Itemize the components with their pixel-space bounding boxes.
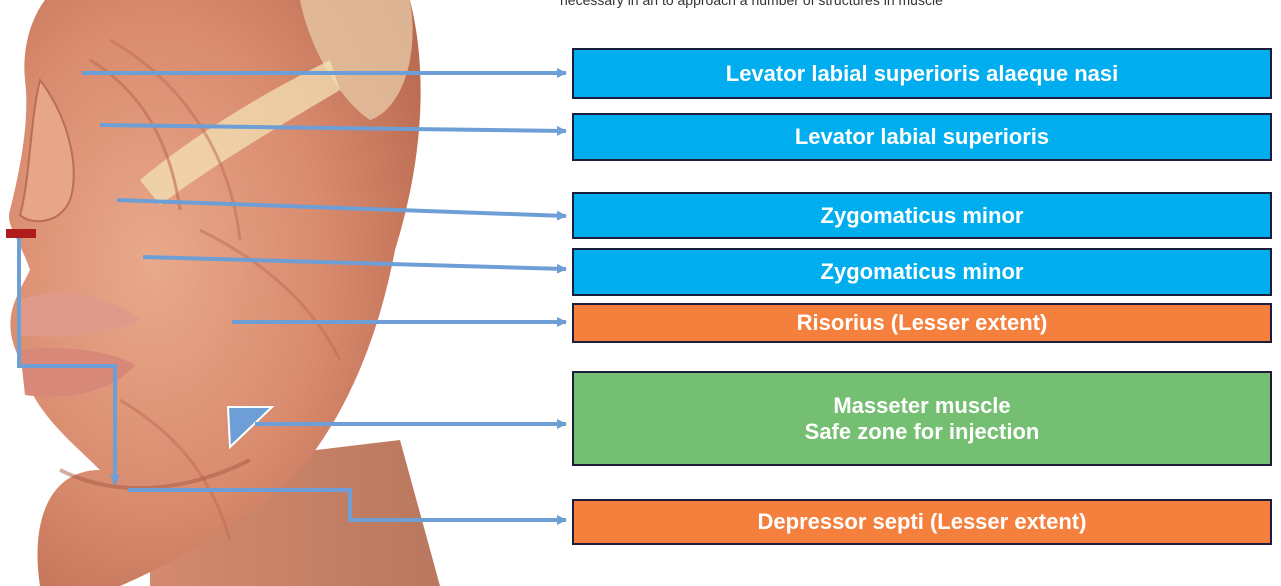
header-cutoff-text: necessary in an to approach a number of … [560,0,1275,9]
label-masseter-safe-zone: Masseter muscle Safe zone for injection [572,371,1272,466]
label-levator-labii-alaeque-nasi: Levator labial superioris alaeque nasi [572,48,1272,99]
face-illustration [9,0,440,586]
red-marker [6,229,36,238]
label-levator-labii-superioris: Levator labial superioris [572,113,1272,161]
label-depressor-septi: Depressor septi (Lesser extent) [572,499,1272,545]
label-zygomaticus-minor-1: Zygomaticus minor [572,192,1272,239]
label-zygomaticus-minor-2: Zygomaticus minor [572,248,1272,296]
label-risorius: Risorius (Lesser extent) [572,303,1272,343]
